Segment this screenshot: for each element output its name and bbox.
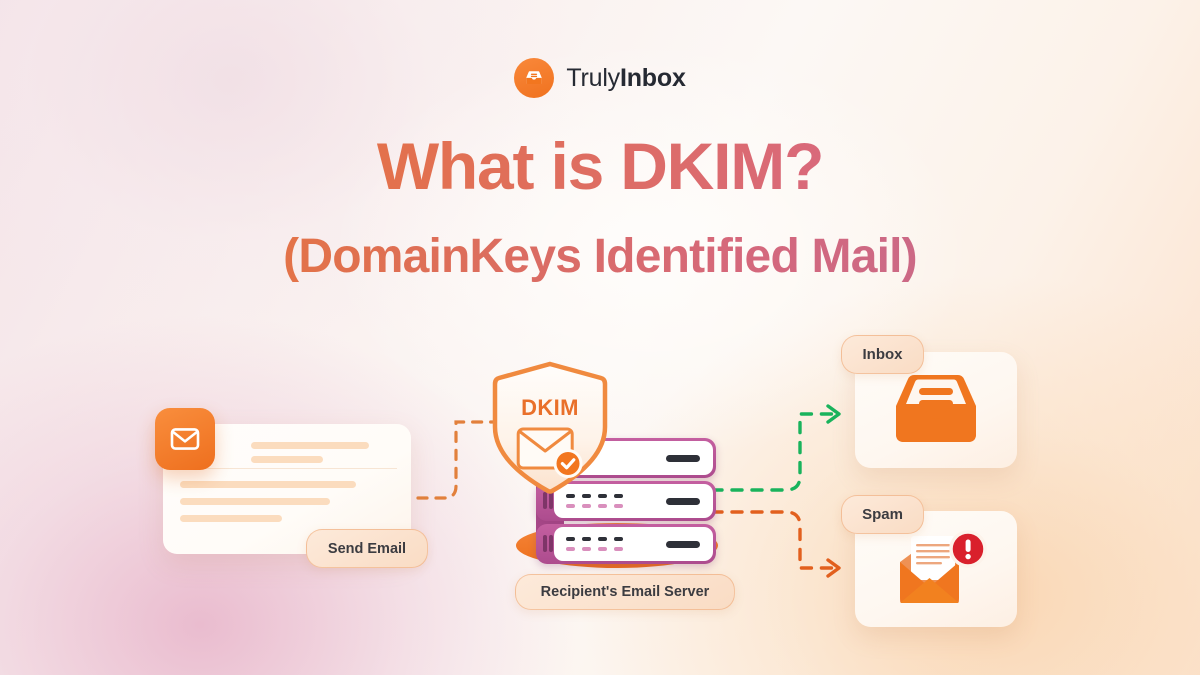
inbox-label-text: Inbox (862, 346, 903, 363)
server-led (614, 504, 623, 508)
brand-logo[interactable]: TrulyInbox (0, 58, 1200, 98)
server-slot (549, 492, 553, 509)
envelope-icon (155, 408, 215, 470)
server-led (582, 494, 591, 498)
spam-label-text: Spam (862, 506, 903, 523)
server-led (566, 494, 575, 498)
server-unit (536, 481, 716, 521)
connector-server-to-inbox (690, 404, 841, 492)
server-led (614, 537, 623, 541)
page-subtitle: (DomainKeys Identified Mail) (0, 231, 1200, 282)
page-title: What is DKIM? (0, 132, 1200, 200)
connector-sender-to-shield (398, 420, 504, 500)
placeholder-line (180, 498, 330, 505)
server-bar (666, 498, 700, 505)
server-led (566, 504, 575, 508)
brand-name-light: Truly (566, 63, 620, 92)
dkim-shield: DKIM (489, 361, 611, 496)
server-label-text: Recipient's Email Server (540, 584, 710, 600)
server-led (598, 504, 607, 508)
inbox-tray-icon (514, 58, 555, 98)
placeholder-line (251, 456, 323, 463)
server-slot (549, 535, 553, 552)
inbox-label: Inbox (841, 335, 924, 374)
placeholder-line (251, 442, 369, 449)
server-led (614, 494, 623, 498)
server-led (598, 547, 607, 551)
server-bar (666, 541, 700, 548)
server-unit (536, 524, 716, 564)
envelope-check-icon (516, 427, 583, 478)
inbox-tray-icon (896, 375, 976, 442)
server-led (614, 547, 623, 551)
server-led (598, 537, 607, 541)
card-divider (177, 468, 397, 469)
server-slot (543, 492, 547, 509)
placeholder-line (180, 515, 282, 522)
connector-server-to-spam (690, 510, 841, 578)
server-slot (543, 535, 547, 552)
send-email-label-text: Send Email (327, 540, 407, 557)
server-led (566, 547, 575, 551)
open-envelope-alert-icon (900, 530, 987, 603)
send-email-label: Send Email (306, 529, 428, 568)
server-unit-face (554, 484, 713, 518)
server-led (582, 547, 591, 551)
brand-name-bold: Inbox (619, 63, 686, 92)
server-led (566, 537, 575, 541)
server-led (582, 504, 591, 508)
spam-label: Spam (841, 495, 924, 534)
dkim-shield-text: DKIM (521, 395, 579, 420)
server-bar (666, 455, 700, 462)
placeholder-line (180, 481, 356, 488)
server-led (582, 537, 591, 541)
server-led (598, 494, 607, 498)
server-label: Recipient's Email Server (515, 574, 735, 610)
server-unit-face (554, 527, 713, 561)
brand-name: TrulyInbox (566, 63, 686, 93)
